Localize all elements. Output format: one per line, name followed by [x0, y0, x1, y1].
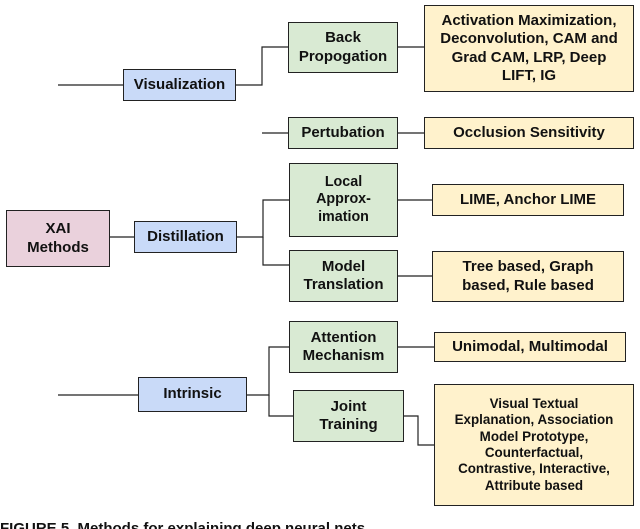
methods-attention-mechanism: Unimodal, Multimodal — [434, 332, 626, 362]
figure-caption: FIGURE 5. Methods for explaining deep ne… — [0, 520, 370, 529]
methods-local-approximation: LIME, Anchor LIME — [432, 184, 624, 216]
category-visualization: Visualization — [123, 69, 236, 101]
methods-joint-training: Visual Textual Explanation, Association … — [434, 384, 634, 506]
subcategory-back-propogation: Back Propogation — [288, 22, 398, 73]
methods-model-translation: Tree based, Graph based, Rule based — [432, 251, 624, 302]
subcategory-pertubation: Pertubation — [288, 117, 398, 149]
edge-intrinsic-attention — [247, 346, 289, 396]
root-node-xai-methods: XAI Methods — [6, 210, 110, 267]
subcategory-local-approximation: Local Approx- imation — [289, 163, 398, 237]
edge-distillation-model — [262, 237, 289, 266]
edge-joint-methods — [404, 415, 434, 446]
category-distillation: Distillation — [134, 221, 237, 253]
methods-backprop: Activation Maximization, Deconvolution, … — [424, 5, 634, 92]
category-intrinsic: Intrinsic — [138, 377, 247, 412]
methods-pertubation: Occlusion Sensitivity — [424, 117, 634, 149]
edge-intrinsic-joint — [268, 395, 293, 417]
subcategory-joint-training: Joint Training — [293, 390, 404, 442]
subcategory-model-translation: Model Translation — [289, 250, 398, 302]
edge-visualization-backprop — [236, 46, 288, 86]
edge-distillation-local — [237, 199, 289, 238]
subcategory-attention-mechanism: Attention Mechanism — [289, 321, 398, 373]
